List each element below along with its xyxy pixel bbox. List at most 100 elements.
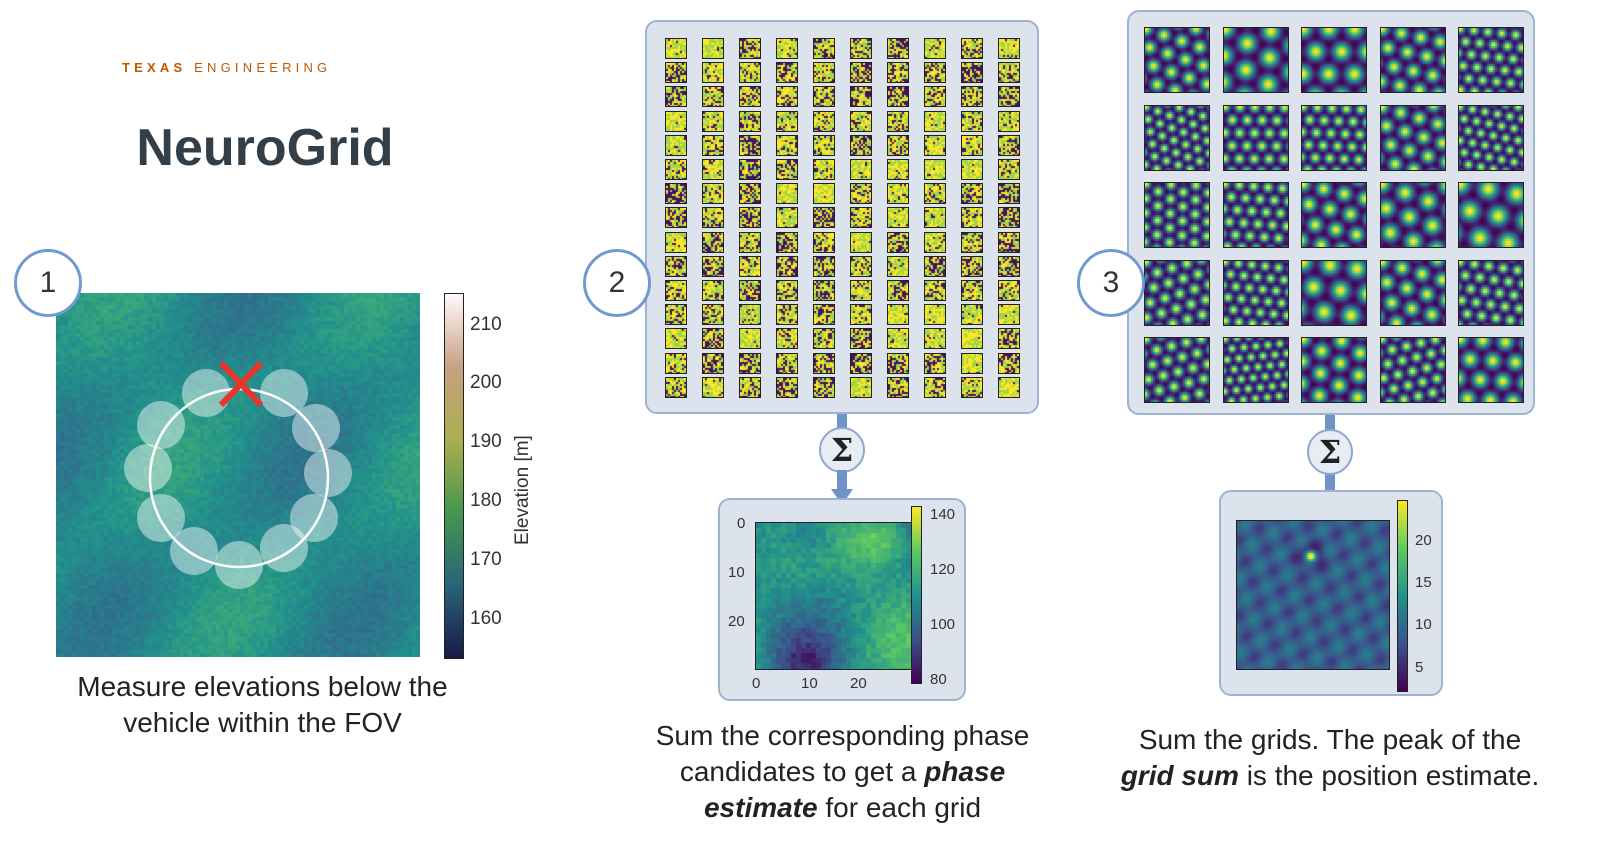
colorbar-tick: 5 [1415,659,1424,676]
grid-cell-tile [1379,259,1446,326]
phase-candidate-tile [998,304,1020,326]
phase-candidate-tile [961,38,983,59]
phase-candidate-tile [739,159,761,180]
grid-cell-tile [1144,27,1210,93]
caption-text: is the position estimate. [1238,760,1540,791]
phase-candidate-tile [702,231,724,253]
phase-candidate-tile [739,280,761,301]
phase-candidate-tile [998,207,1020,229]
phase-candidate-tile [998,62,1020,84]
phase-candidate-tile [961,304,983,326]
colorbar-tick: 170 [470,549,502,570]
grid-cells-panel [1127,10,1535,415]
grid-cell-tile [1222,259,1289,326]
phase-candidate-tile [887,255,909,277]
grid-cell-tile [1301,182,1367,248]
elevation-map [56,293,420,657]
y-tick: 0 [737,515,746,532]
phase-candidate-tile [702,352,724,374]
phase-candidate-tile [776,304,798,326]
phase-candidate-tile [887,134,909,156]
step-1-caption: Measure elevations below the vehicle wit… [20,669,505,741]
phase-candidate-tile [887,328,909,350]
sum-icon: Σ [819,427,865,473]
colorbar-tick: 100 [930,616,956,633]
phase-candidate-tile [665,255,687,277]
phase-candidate-tile [998,328,1020,350]
step-2-caption: Sum the corresponding phase candidates t… [620,718,1065,826]
phase-candidate-tile [998,38,1020,59]
phase-candidate-tile [739,231,761,253]
phase-candidate-tile [665,304,687,326]
x-tick: 10 [801,675,818,692]
caption-line: Measure elevations below the [77,671,448,702]
phase-candidate-tile [887,231,909,253]
phase-candidate-tile [961,110,983,132]
colorbar-tick: 120 [930,561,956,578]
phase-candidate-tile [887,86,909,108]
phase-candidate-tile [924,231,946,253]
phase-candidate-tile [850,376,872,398]
phase-candidate-tile [776,376,798,398]
grid-cell-tile [1379,337,1446,403]
phase-candidate-tile [665,159,687,180]
phase-candidate-tile [813,376,835,398]
phase-candidate-tile [665,231,687,253]
grid-cell-tile [1301,104,1367,171]
phase-candidate-tile [924,352,946,374]
phase-candidate-tile [924,110,946,132]
phase-candidate-tile [813,38,835,59]
colorbar-tick: 180 [470,490,502,511]
phase-candidate-tile [924,304,946,326]
phase-candidate-tile [665,183,687,205]
phase-candidate-tile [813,159,835,180]
grid-cell-tile [1222,104,1289,171]
phase-candidate-tile [665,38,687,59]
grid-cell-tile [1379,182,1446,248]
phase-estimate-heatmap [755,522,914,670]
phase-candidate-tile [924,159,946,180]
phase-candidate-tile [961,328,983,350]
brand-text-b: ENGINEERING [194,60,332,75]
grid-cell-tile [1222,27,1289,93]
phase-candidate-tile [702,38,724,59]
arrow-shaft [837,414,847,432]
phase-candidate-tile [739,134,761,156]
x-tick: 0 [752,675,761,692]
phase-candidate-tile [850,159,872,180]
elevation-colorbar [444,293,464,659]
phase-candidate-tile [924,376,946,398]
phase-candidate-tile [776,62,798,84]
phase-candidate-tile [813,304,835,326]
phase-candidate-tile [702,62,724,84]
grid-cell-tile [1144,182,1210,248]
phase-candidate-tile [776,328,798,350]
phase-candidate-tile [887,352,909,374]
grid-cell-tile [1458,182,1524,248]
phase-candidate-tile [887,280,909,301]
phase-candidate-tile [961,183,983,205]
phase-candidate-tile [887,304,909,326]
colorbar-tick: 200 [470,372,502,393]
phase-candidate-tile [702,207,724,229]
phase-candidate-tile [998,376,1020,398]
phase-candidate-tile [961,352,983,374]
phase-candidate-tile [702,86,724,108]
brand-logo: TEXAS ENGINEERING [122,60,331,75]
phase-candidate-tile [776,207,798,229]
phase-candidate-tile [739,255,761,277]
phase-candidate-tile [850,183,872,205]
grid-cell-tile [1379,27,1446,93]
colorbar-tick: 190 [470,431,502,452]
caption-text: candidates to get a [679,756,925,787]
phase-candidate-tile [776,280,798,301]
fov-circles [124,369,352,589]
phase-candidate-tile [961,207,983,229]
phase-candidate-tile [813,207,835,229]
phase-candidate-tile [998,231,1020,253]
colorbar-label: Elevation [m] [512,435,533,545]
phase-candidate-tile [998,352,1020,374]
phase-candidate-tile [813,280,835,301]
phase-candidate-tile [998,280,1020,301]
phase-candidate-tile [887,62,909,84]
